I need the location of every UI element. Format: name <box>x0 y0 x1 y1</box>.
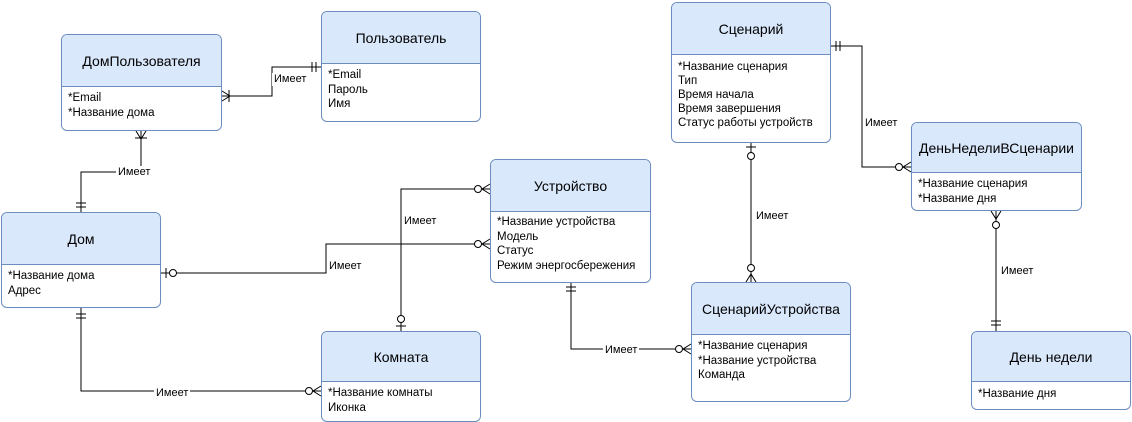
entity-scenario-device[interactable]: СценарийУстройства *Название сценария *Н… <box>691 282 851 402</box>
line-room-device <box>400 188 490 331</box>
attribute: Модель <box>497 230 539 243</box>
attribute: Пароль <box>328 83 368 96</box>
rel-label-scenario-scenariodevice: Имеет <box>754 210 791 223</box>
attribute: *Название устройства <box>497 216 616 228</box>
entity-attributes: *Название дня <box>972 382 1130 406</box>
entity-title: Комната <box>322 332 480 382</box>
entity-title: ДеньНеделиВСценарии <box>912 123 1081 173</box>
attribute: Время начала <box>678 89 754 101</box>
attribute: *Название сценария <box>918 178 1028 190</box>
attribute: Режим энергосбережения <box>497 259 636 272</box>
rel-label-room-device: Имеет <box>402 215 439 228</box>
rel-label-home-device: Имеет <box>327 260 364 273</box>
rel-label-scenarioweekday-weekday: Имеет <box>999 265 1036 278</box>
attribute: Адрес <box>8 284 41 297</box>
entity-attributes: *Email *Название дома <box>62 87 221 124</box>
attribute: *Название устройства <box>698 354 817 367</box>
entity-home[interactable]: Дом *Название дома Адрес <box>1 212 161 308</box>
attribute: Статус <box>497 245 534 257</box>
attribute: Команда <box>698 369 745 381</box>
entity-attributes: *Название сценария *Название дня <box>912 173 1081 210</box>
line-scenario-scenarioweekday <box>831 45 911 168</box>
entity-weekday[interactable]: День недели *Название дня <box>971 331 1131 410</box>
entity-title: СценарийУстройства <box>692 283 850 335</box>
entity-attributes: *Email Пароль Имя <box>322 64 480 116</box>
attribute: *Email <box>328 69 362 81</box>
entity-title: ДомПользователя <box>62 35 221 87</box>
attribute: Время завершения <box>678 103 781 115</box>
entity-attributes: *Название дома Адрес <box>2 265 160 302</box>
attribute: *Название дня <box>978 388 1057 400</box>
entity-room[interactable]: Комната *Название комнаты Иконка <box>321 331 481 422</box>
entity-title: Дом <box>2 213 160 265</box>
rel-label-userhome-user: Имеет <box>272 73 309 86</box>
bar-one-at-home-top <box>76 202 86 208</box>
rel-label-home-room: Имеет <box>154 387 191 400</box>
entity-attributes: *Название сценария Тип Время начала Врем… <box>672 55 830 134</box>
attribute: *Название дня <box>918 192 997 205</box>
attribute: Иконка <box>328 401 366 414</box>
entity-scenario-weekday[interactable]: ДеньНеделиВСценарии *Название сценария *… <box>911 122 1082 211</box>
entity-attributes: *Название комнаты Иконка <box>322 382 480 419</box>
attribute: *Название сценария <box>698 340 808 352</box>
line-device-scenariodevice <box>570 283 691 350</box>
line-home-room <box>80 308 321 392</box>
attribute: *Email <box>68 92 102 104</box>
bar-one-at-user <box>311 62 317 72</box>
attribute: Статус работы устройств <box>678 117 813 129</box>
rel-label-scenario-scenarioweekday: Имеет <box>863 117 900 130</box>
entity-title: Пользователь <box>322 12 480 64</box>
entity-title: Сценарий <box>672 3 830 55</box>
attribute: *Название комнаты <box>328 387 433 399</box>
entity-attributes: *Название сценария *Название устройства … <box>692 335 850 387</box>
rel-label-userhome-home: Имеет <box>116 166 153 179</box>
attribute: Имя <box>328 98 351 110</box>
rel-label-device-scenariodevice: Имеет <box>603 344 640 357</box>
entity-user[interactable]: Пользователь *Email Пароль Имя <box>321 11 481 122</box>
entity-title: Устройство <box>491 160 650 212</box>
attribute: Тип <box>678 75 698 87</box>
entity-title: День недели <box>972 332 1130 382</box>
entity-attributes: *Название устройства Модель Статус Режим… <box>491 212 650 277</box>
line-userhome-home <box>80 131 142 212</box>
attribute: *Название дома <box>68 106 155 119</box>
entity-scenario[interactable]: Сценарий *Название сценария Тип Время на… <box>671 2 831 143</box>
attribute: *Название сценария <box>678 61 788 73</box>
entity-user-home[interactable]: ДомПользователя *Email *Название дома <box>61 34 222 131</box>
line-home-device <box>161 243 490 274</box>
entity-device[interactable]: Устройство *Название устройства Модель С… <box>490 159 651 283</box>
attribute: *Название дома <box>8 270 95 282</box>
crow-many-at-userhome <box>221 90 231 102</box>
crow-many-at-userhome-bottom <box>135 130 147 140</box>
